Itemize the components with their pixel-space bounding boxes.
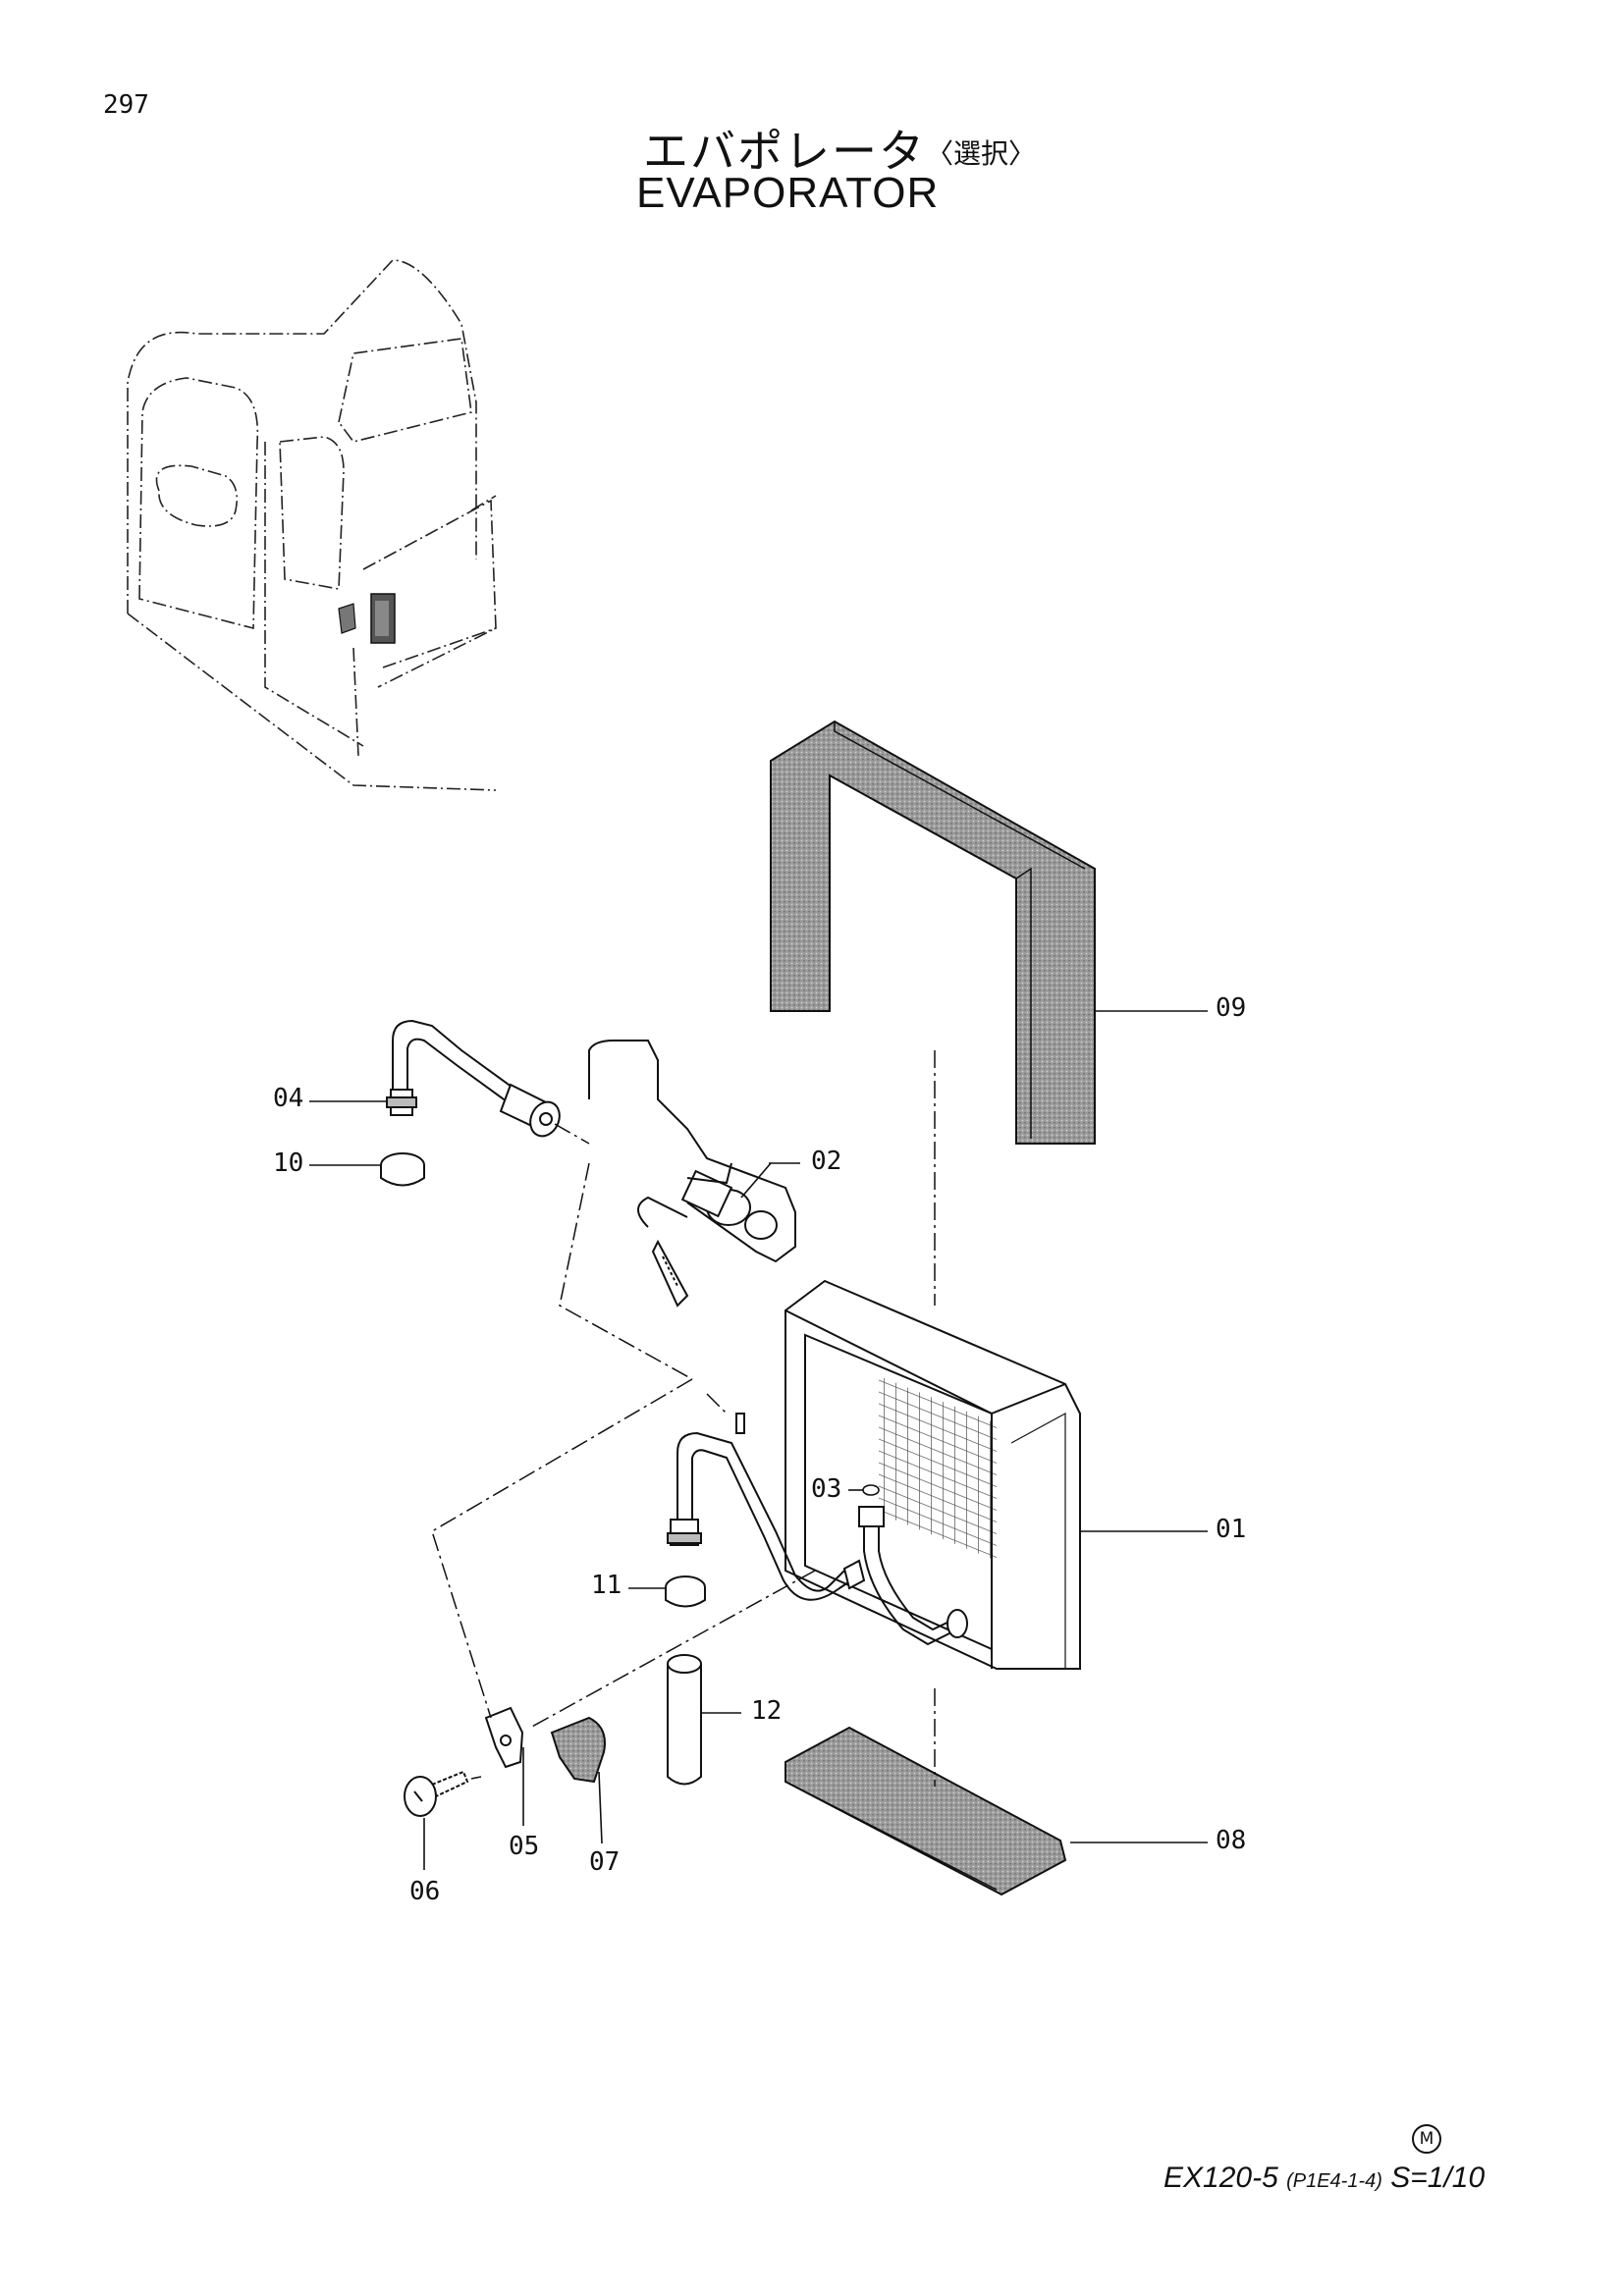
callout-02: 02 <box>811 1147 842 1176</box>
title-japanese-sub: 〈選択〉 <box>926 137 1037 170</box>
lower-pipe-assembly <box>667 1413 968 1646</box>
callout-09: 09 <box>1216 993 1247 1023</box>
part-07-clip <box>550 1716 606 1784</box>
model-reference: EX120-5 (P1E4-1-4) S=1/10 <box>1163 2162 1485 2195</box>
part-10-o-ring <box>380 1152 425 1187</box>
part-05-clamp <box>484 1706 524 1769</box>
model-name: EX120-5 <box>1163 2162 1278 2194</box>
assembly-centerlines <box>431 1050 936 1787</box>
page-title-english: EVAPORATOR <box>636 169 940 217</box>
callout-leader-lines <box>309 1010 1208 1870</box>
callout-12: 12 <box>751 1696 783 1726</box>
part-08-bottom-insulation <box>784 1726 1067 1896</box>
callout-08: 08 <box>1216 1826 1247 1855</box>
part-12-insulation-tube <box>667 1654 702 1786</box>
part-06-screw <box>404 1770 469 1817</box>
part-09-top-insulation <box>770 720 1096 1145</box>
callout-05: 05 <box>509 1832 540 1861</box>
callout-06: 06 <box>409 1877 441 1906</box>
page-title-japanese: エバポレータ〈選択〉 <box>643 116 1036 181</box>
callout-07: 07 <box>589 1847 621 1877</box>
part-02-expansion-valve <box>588 1040 796 1308</box>
callout-11: 11 <box>591 1571 622 1600</box>
scale-label: S=1/10 <box>1390 2162 1486 2194</box>
m-mark-symbol: M <box>1412 2124 1441 2154</box>
cab-locator-illustration <box>127 259 497 791</box>
part-04-elbow-pipe <box>386 1019 561 1138</box>
callout-01: 01 <box>1216 1515 1247 1544</box>
callout-04: 04 <box>273 1084 304 1113</box>
callout-10: 10 <box>273 1148 304 1178</box>
part-11-o-ring <box>665 1575 706 1608</box>
part-03-small-o-ring <box>862 1484 880 1496</box>
title-japanese-main: エバポレータ <box>643 125 926 178</box>
page-number: 297 <box>103 90 149 120</box>
leader-02-elbow <box>740 1162 772 1199</box>
figure-code: (P1E4-1-4) <box>1286 2170 1382 2192</box>
callout-03: 03 <box>811 1474 842 1504</box>
cab-evaporator-location <box>338 593 396 644</box>
